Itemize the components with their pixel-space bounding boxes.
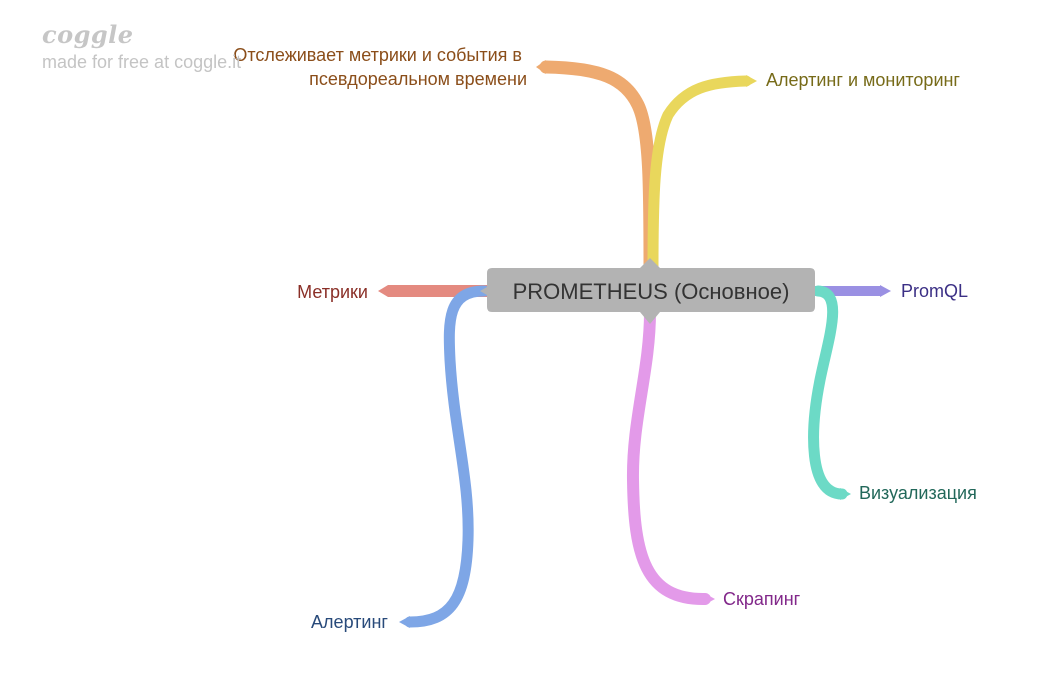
branch-line-alerting-monitoring [647,75,752,274]
branch-alerting-monitoring[interactable]: Алертинг и мониторинг [647,70,960,274]
branch-label-tracking: Отслеживает метрики и события в псевдоре… [233,45,527,89]
branch-label-alerting-monitoring: Алертинг и мониторинг [766,70,960,90]
branch-scraping[interactable]: Скрапинг [626,306,801,609]
branch-arrow-visualization [840,488,851,500]
branch-line-alerting [404,285,490,628]
branch-label-metrics-line-1: Метрики [297,282,368,302]
branch-line-tracking [539,60,657,275]
branch-line-scraping [626,306,711,606]
branch-alerting[interactable]: Алертинг [311,285,490,632]
branch-label-scraping: Скрапинг [723,589,801,609]
branch-label-visualization: Визуализация [859,483,977,503]
branch-arrow-scraping [704,593,715,605]
branch-label-alerting-line-1: Алертинг [311,612,388,632]
coggle-logo: coggle [42,20,134,49]
branch-label-promql: PromQL [901,281,968,301]
branch-visualization[interactable]: Визуализация [808,285,977,503]
branch-tracking[interactable]: Отслеживает метрики и события в псевдоре… [233,45,657,275]
branch-arrow-tracking [536,60,546,74]
branch-label-promql-line-1: PromQL [901,281,968,301]
branch-label-alerting: Алертинг [311,612,388,632]
center-node[interactable]: PROMETHEUS (Основное) [480,258,815,324]
branch-arrow-promql [880,285,891,297]
branch-line-visualization [808,285,848,500]
branch-label-tracking-line-2: псевдореальном времени [309,69,527,89]
branch-arrow-alerting [399,616,410,628]
branch-label-alerting-monitoring-line-1: Алертинг и мониторинг [766,70,960,90]
branch-label-tracking-line-1: Отслеживает метрики и события в [233,45,522,65]
branch-arrow-alerting-monitoring [746,75,757,87]
coggle-watermark: coggle made for free at coggle.it [42,20,241,73]
center-node-label: PROMETHEUS (Основное) [513,279,790,304]
coggle-tagline: made for free at coggle.it [42,52,242,72]
branch-label-scraping-line-1: Скрапинг [723,589,801,609]
center-node-box [480,258,815,324]
branch-label-metrics: Метрики [297,282,368,302]
branch-label-visualization-line-1: Визуализация [859,483,977,503]
branch-arrow-metrics [378,285,388,297]
